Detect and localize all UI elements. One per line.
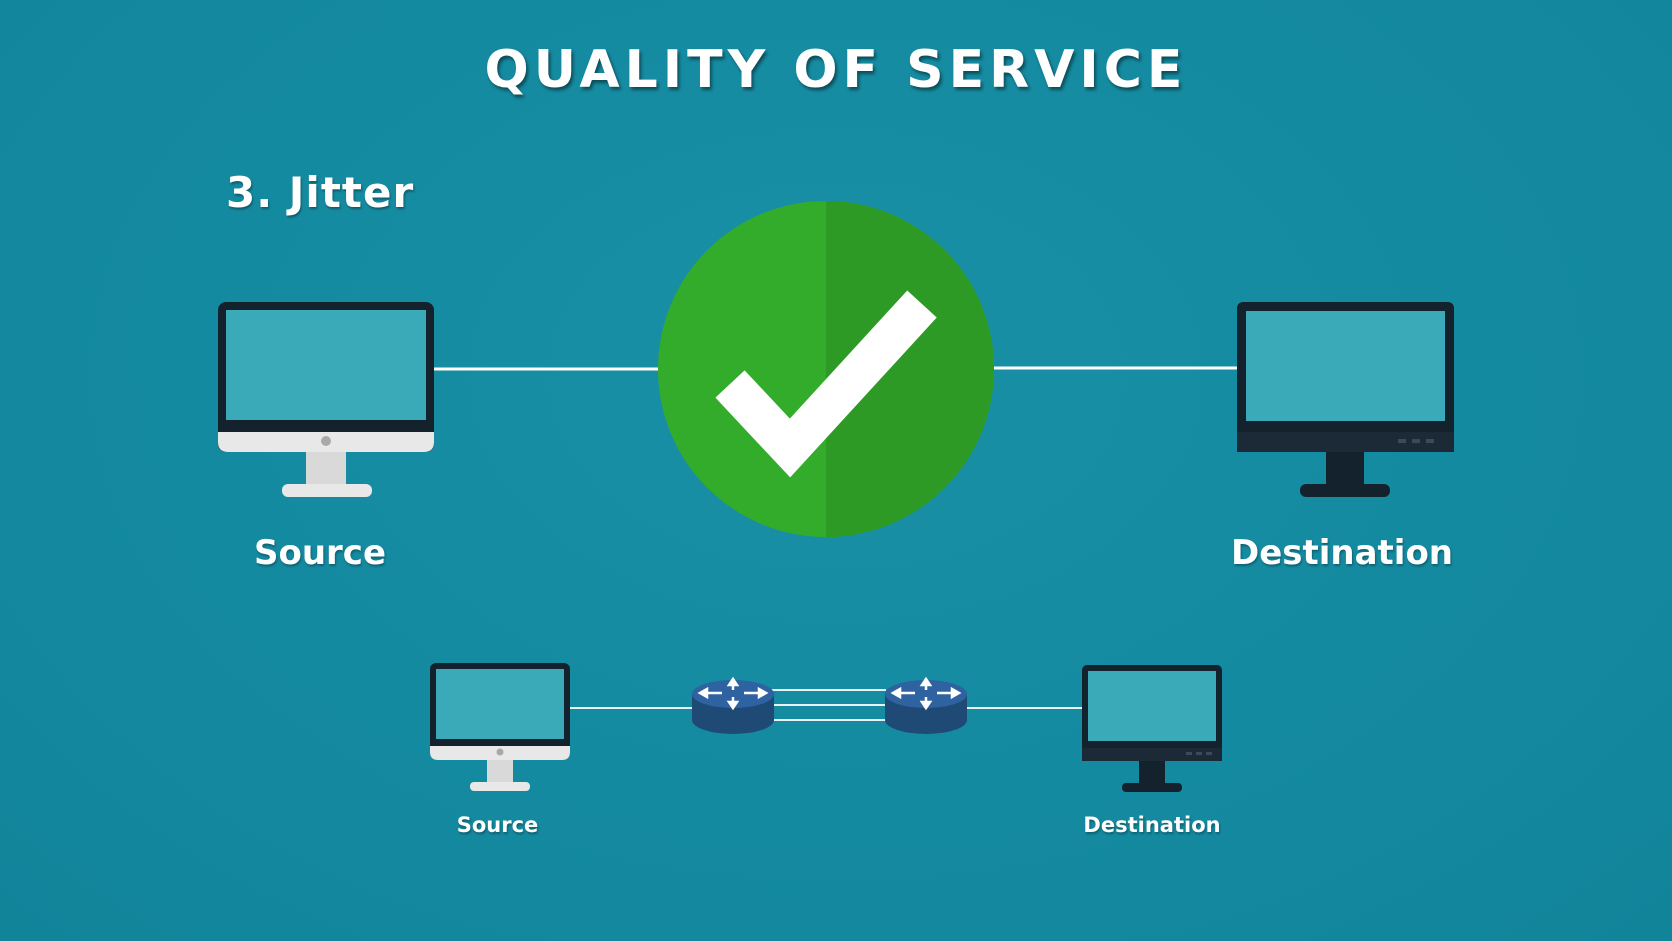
small-source-label: Source xyxy=(456,813,539,837)
destination-monitor-icon xyxy=(1237,302,1454,497)
section-subtitle: 3. Jitter xyxy=(226,168,415,217)
small-source-monitor-icon xyxy=(430,663,570,791)
router-icon xyxy=(885,676,967,734)
page-title: QUALITY OF SERVICE xyxy=(484,40,1188,100)
source-label: Source xyxy=(253,533,387,573)
destination-label: Destination xyxy=(1230,533,1454,573)
source-monitor-icon xyxy=(218,302,434,497)
router-icon xyxy=(692,676,774,734)
small-destination-monitor-icon xyxy=(1082,665,1222,792)
checkmark-icon xyxy=(658,201,994,537)
small-destination-label: Destination xyxy=(1083,813,1221,837)
